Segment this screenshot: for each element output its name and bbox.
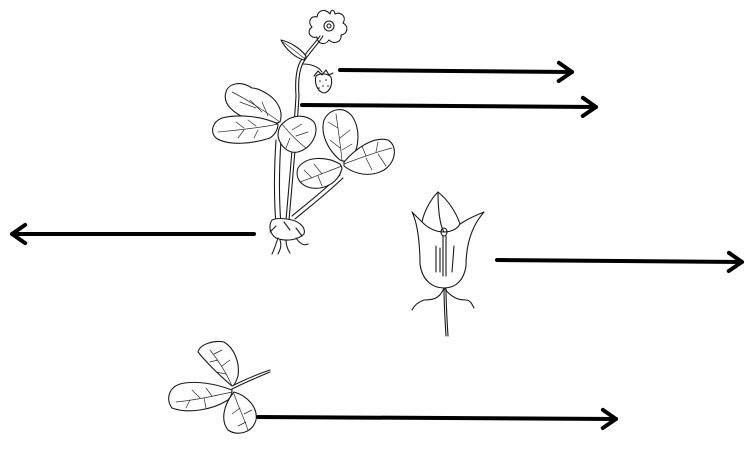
arrow-from-flower-shaft xyxy=(340,70,572,72)
strawberry-flower xyxy=(309,10,347,43)
arrow-from-leaf-shaft xyxy=(258,417,616,419)
strawberry-fruit xyxy=(314,70,333,93)
arrows-group xyxy=(12,63,742,428)
plant-leaf-left xyxy=(213,84,316,153)
arrow-from-bellflower xyxy=(497,253,742,271)
bellflower xyxy=(412,192,484,336)
strawberry-leaf xyxy=(169,341,270,433)
strawberry-plant xyxy=(213,10,395,254)
arrow-from-bellflower-shaft xyxy=(497,260,742,262)
arrow-from-roots xyxy=(12,225,254,243)
arrow-from-fruit-shaft xyxy=(302,105,596,107)
arrow-from-leaf xyxy=(258,410,616,428)
arrow-from-flower xyxy=(340,63,572,81)
